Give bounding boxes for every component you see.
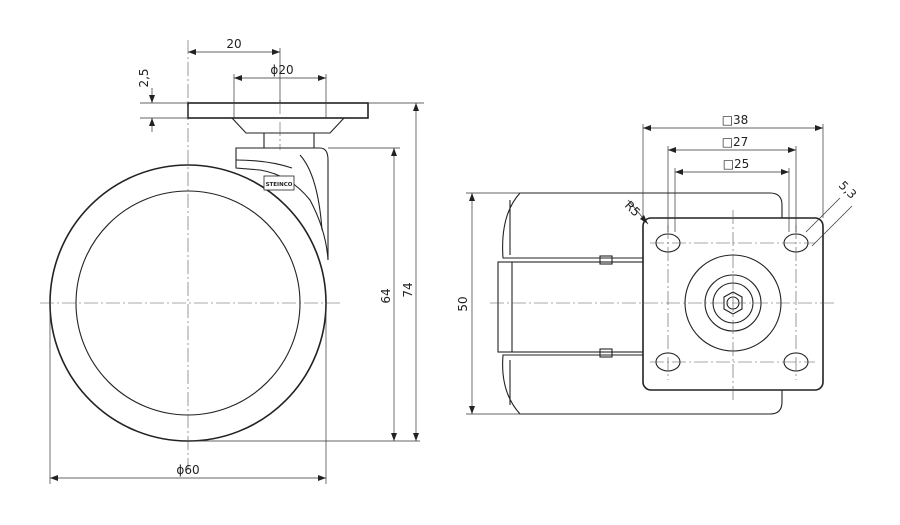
arrow — [469, 406, 475, 414]
arrow — [50, 475, 58, 481]
arrow — [391, 433, 397, 441]
dim-plate-thickness: 2,5 — [137, 68, 151, 87]
swivel-cone — [231, 117, 345, 134]
dim-radius: R5 — [622, 198, 643, 219]
dim-53-leader-a — [805, 197, 841, 233]
dim-top-diameter: ϕ20 — [270, 63, 293, 77]
dim-plate-27: □27 — [722, 135, 749, 149]
arrow — [188, 49, 196, 55]
arrow — [318, 475, 326, 481]
dim-height-74: 74 — [401, 282, 415, 297]
arrow — [643, 125, 651, 131]
dim-53-leader-b — [811, 205, 853, 247]
brand-plate — [263, 175, 295, 191]
top-plate — [187, 102, 369, 119]
dim-hole: 5,3 — [836, 178, 859, 201]
arrow — [815, 125, 823, 131]
brand-label: STEINCO — [266, 182, 293, 188]
swivel-neck — [263, 132, 315, 149]
arrow — [788, 147, 796, 153]
arrow — [318, 75, 326, 81]
dim-wheel-diameter: ϕ60 — [176, 463, 199, 477]
arrow — [234, 75, 242, 81]
arrow — [668, 147, 676, 153]
axle-notch-top — [599, 255, 613, 265]
fork-inner-edge — [299, 154, 323, 231]
hub-hex — [723, 291, 743, 315]
arrow — [781, 169, 789, 175]
arrow — [675, 169, 683, 175]
arrow — [149, 118, 155, 126]
dim-width-50: 50 — [456, 296, 470, 311]
arrow — [413, 433, 419, 441]
arrow — [469, 193, 475, 201]
dim-height-64: 64 — [379, 288, 393, 303]
dim-top-width: 20 — [226, 37, 241, 51]
top-view: □38 □27 □25 R5 5,3 50 — [456, 113, 859, 415]
dim-plate-38: □38 — [722, 113, 749, 127]
arrow — [272, 49, 280, 55]
dim-plate-25: □25 — [723, 157, 750, 171]
arrow — [413, 103, 419, 111]
arrow — [640, 215, 648, 224]
arrow — [391, 148, 397, 156]
wheel-bottom-lobe — [502, 354, 783, 415]
side-view: STEINCO 20 ϕ20 2,5 — [40, 37, 424, 484]
fork-curve — [235, 159, 293, 169]
axle-notch-bottom — [599, 348, 613, 358]
arrow — [149, 95, 155, 103]
